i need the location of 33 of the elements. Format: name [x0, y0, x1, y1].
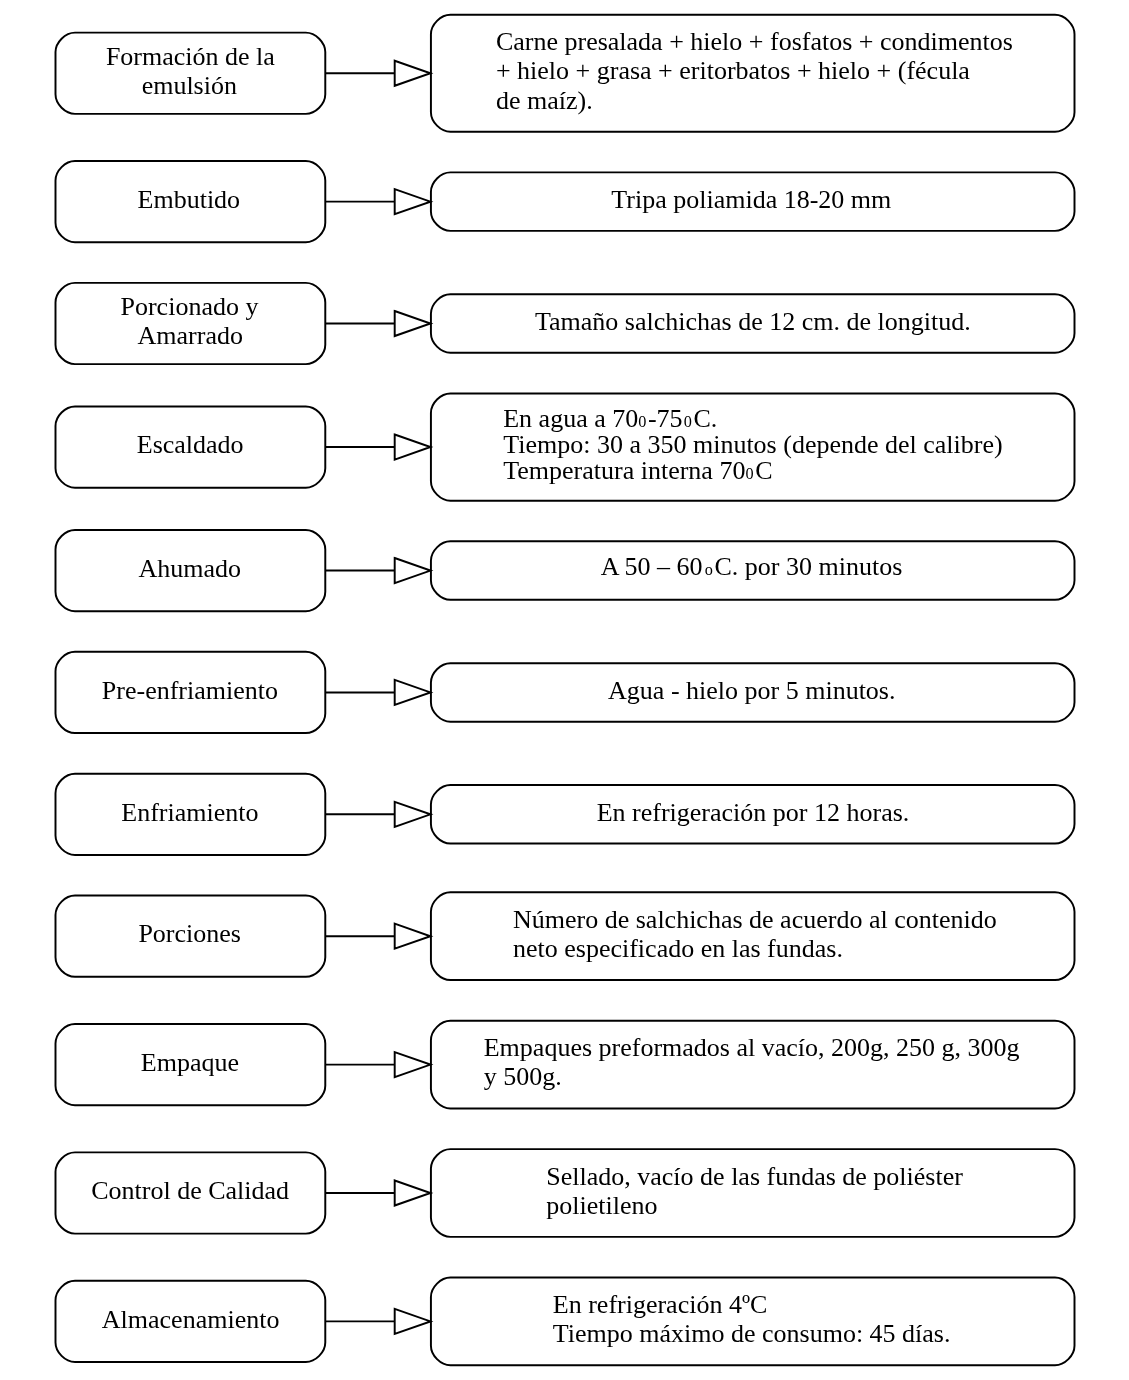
node-box: Empaque [54, 1023, 326, 1107]
node-box: Número de salchichas de acuerdo al contenido neto especificado en las fundas. [429, 891, 1075, 982]
node-box: Agua - hielo por 5 minutos. [429, 662, 1075, 723]
node-box: En refrigeración 4ºC Tiempo máximo de consumo: 45 días. [429, 1276, 1075, 1367]
arrow [324, 1050, 433, 1079]
node-box: Formación de la emulsión [54, 31, 326, 115]
arrow [324, 678, 433, 707]
arrow [324, 309, 433, 338]
node-box: Sellado, vacío de las fundas de poliéster polietileno [429, 1148, 1075, 1238]
node-box: Escaldado [54, 405, 326, 489]
arrow [324, 59, 433, 88]
arrow [324, 800, 433, 829]
node-box: Tripa poliamida 18-20 mm [429, 171, 1075, 232]
node-box: En refrigeración por 12 horas. [429, 784, 1075, 845]
node-box: Embutido [54, 160, 326, 244]
arrow [324, 1179, 433, 1207]
node-box: Empaques preformados al vacío, 200g, 250 g, 300g y 500g. [429, 1019, 1075, 1110]
node-box: Carne presalada + hielo + fosfatos + condimentos + hielo + grasa + eritorbatos + hielo + (fécula de maíz). [429, 13, 1075, 133]
arrow [324, 922, 433, 951]
arrow [324, 1307, 433, 1336]
node-box: Pre-enfriamiento [54, 650, 326, 735]
arrow [324, 187, 433, 216]
node-box: Porciones [54, 894, 326, 978]
node-box: Almacenamiento [54, 1279, 326, 1363]
node-box: Porcionado y Amarrado [54, 281, 326, 366]
node-box: A 50 – 60oC. por 30 minutos [429, 540, 1075, 601]
node-box: Ahumado [54, 528, 326, 613]
node-box: En agua a 700-750C. Tiempo: 30 a 350 minutos (depende del calibre) Temperatura interna 700C [429, 392, 1075, 502]
arrow [324, 556, 433, 585]
arrow [324, 433, 433, 461]
node-box: Enfriamiento [54, 772, 326, 856]
node-box: Control de Calidad [54, 1151, 326, 1235]
node-box: Tamaño salchichas de 12 cm. de longitud. [429, 293, 1075, 354]
